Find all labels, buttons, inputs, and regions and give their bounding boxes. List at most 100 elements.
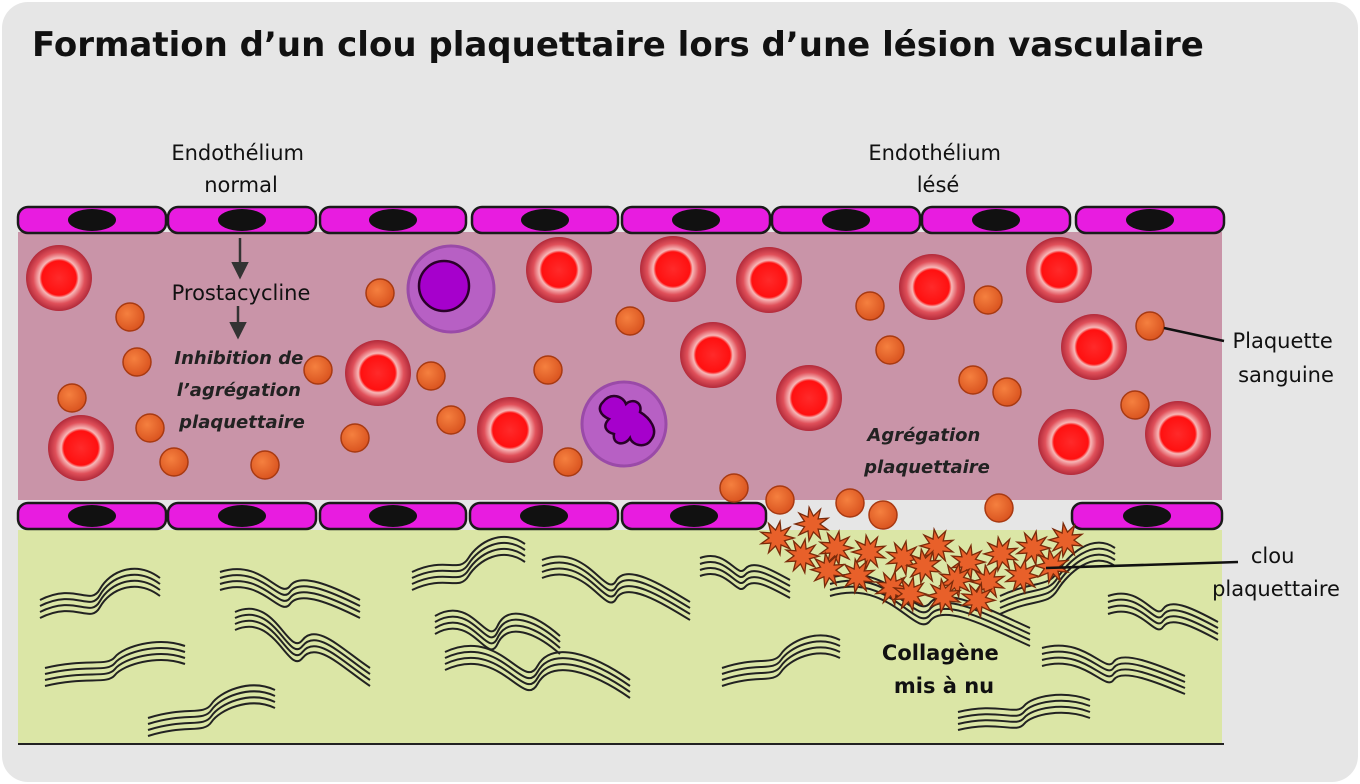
leader-platelet — [1163, 326, 1225, 343]
label-collagen-line1: Collagène — [882, 641, 999, 665]
platelet-icon — [835, 488, 865, 518]
platelet-icon — [992, 377, 1022, 407]
endothelium-top-layer — [16, 205, 1226, 235]
activated-platelet-star-icon — [1003, 557, 1042, 596]
endothelial-nucleus-icon — [369, 505, 417, 527]
endothelial-cell-icon — [166, 205, 318, 235]
endothelium-bottom-layer — [16, 501, 1224, 531]
red-blood-cell-icon — [1145, 401, 1211, 467]
collagen-fiber-icon — [411, 535, 526, 591]
label-endothelium-injured: Endothélium lésé — [868, 141, 1007, 197]
platelet-plug — [758, 505, 1085, 620]
red-blood-cell-icon — [736, 247, 802, 313]
platelet-icon — [765, 485, 795, 515]
endothelial-nucleus-icon — [1123, 505, 1171, 527]
endothelial-cell-icon — [620, 205, 772, 235]
collagen-fiber-icon — [1107, 592, 1219, 641]
label-endothelium-normal-line2: normal — [204, 173, 278, 197]
platelets — [57, 278, 1165, 530]
endothelial-cell-icon — [16, 501, 168, 531]
collagen-fiber-icon — [234, 608, 371, 687]
endothelial-cell-icon — [470, 205, 620, 235]
endothelial-cell-icon — [620, 501, 768, 531]
platelet-icon — [365, 278, 395, 308]
activated-platelet-star-icon — [917, 526, 956, 565]
activated-platelet-star-icon — [838, 556, 877, 595]
platelet-icon — [250, 450, 280, 480]
activated-platelet-star-icon — [758, 519, 797, 557]
platelet-icon — [436, 405, 466, 435]
collagen-fiber-icon — [699, 555, 791, 599]
platelet-icon — [973, 285, 1003, 315]
label-inhibition-line3: plaquettaire — [178, 412, 305, 433]
activated-platelet-star-icon — [1032, 546, 1071, 585]
label-inhibition-line1: Inhibition de — [174, 348, 303, 369]
platelet-icon — [984, 493, 1014, 523]
platelet-icon — [868, 500, 898, 530]
endothelial-nucleus-icon — [822, 209, 870, 231]
activated-platelet-star-icon — [891, 575, 930, 614]
endothelial-cell-icon — [16, 205, 168, 235]
platelet-icon — [855, 291, 885, 321]
label-plug-line2: plaquettaire — [1212, 577, 1340, 601]
endothelial-nucleus-icon — [218, 505, 266, 527]
collagen-fiber-icon — [434, 609, 561, 655]
label-endothelium-normal-line1: Endothélium — [171, 141, 304, 165]
label-collagen-line2: mis à nu — [894, 674, 994, 698]
platelet-icon — [958, 365, 988, 395]
collagen-fiber-icon — [44, 641, 186, 687]
red-blood-cells — [26, 236, 1211, 481]
label-plug-line1: clou — [1251, 544, 1295, 568]
platelet-icon — [159, 447, 189, 477]
label-platelet-line2: sanguine — [1238, 363, 1334, 387]
activated-platelet-star-icon — [808, 550, 847, 590]
leader-plug — [1045, 560, 1239, 570]
platelet-icon — [122, 347, 152, 377]
collagen-fiber-icon — [721, 634, 841, 687]
platelet-icon — [57, 383, 87, 413]
label-endothelium-injured-line2: lésé — [917, 173, 960, 197]
platelet-icon — [303, 355, 333, 385]
label-plug: clou plaquettaire — [1212, 544, 1340, 601]
activated-platelet-star-icon — [792, 505, 831, 543]
endothelial-nucleus-icon — [672, 209, 720, 231]
endothelial-cell-icon — [770, 205, 922, 235]
label-aggregation-line2: plaquettaire — [863, 457, 990, 478]
label-inhibition: Inhibition de l’agrégation plaquettaire — [174, 348, 309, 433]
endothelial-nucleus-icon — [369, 209, 417, 231]
red-blood-cell-icon — [477, 397, 543, 463]
collagen-fiber-icon — [147, 684, 276, 737]
activated-platelet-star-icon — [783, 537, 822, 576]
endothelial-cell-icon — [1070, 501, 1224, 531]
diagram-title: Formation d’un clou plaquettaire lors d’… — [32, 25, 1204, 65]
collagen-fiber-icon — [219, 568, 361, 619]
collagen-fiber-icon — [541, 555, 691, 621]
endothelial-nucleus-icon — [521, 209, 569, 231]
activated-platelet-star-icon — [849, 533, 888, 571]
red-blood-cell-icon — [345, 340, 411, 406]
label-platelet-line1: Plaquette — [1232, 329, 1332, 353]
label-platelet: Plaquette sanguine — [1232, 329, 1339, 387]
red-blood-cell-icon — [1038, 409, 1104, 475]
label-endothelium-injured-line1: Endothélium — [868, 141, 1001, 165]
platelet-icon — [615, 306, 645, 336]
white-blood-cell-round — [406, 244, 496, 334]
activated-platelet-star-icon — [981, 534, 1020, 574]
red-blood-cell-icon — [26, 245, 92, 311]
platelet-icon — [553, 447, 583, 477]
activated-platelet-star-icon — [904, 546, 943, 585]
activated-platelet-star-icon — [924, 576, 963, 616]
endothelial-nucleus-icon — [68, 209, 116, 231]
red-blood-cell-icon — [526, 237, 592, 303]
red-blood-cell-icon — [1061, 314, 1127, 380]
label-endothelium-normal: Endothélium normal — [171, 141, 310, 197]
endothelial-cell-icon — [318, 205, 468, 235]
label-prostacycline: Prostacycline — [172, 281, 311, 305]
red-blood-cell-icon — [1026, 237, 1092, 303]
platelet-icon — [533, 355, 563, 385]
platelet-icon — [1120, 390, 1150, 420]
red-blood-cell-icon — [680, 322, 746, 388]
activated-platelet-star-icon — [959, 580, 998, 620]
activated-platelet-star-icon — [937, 561, 976, 600]
